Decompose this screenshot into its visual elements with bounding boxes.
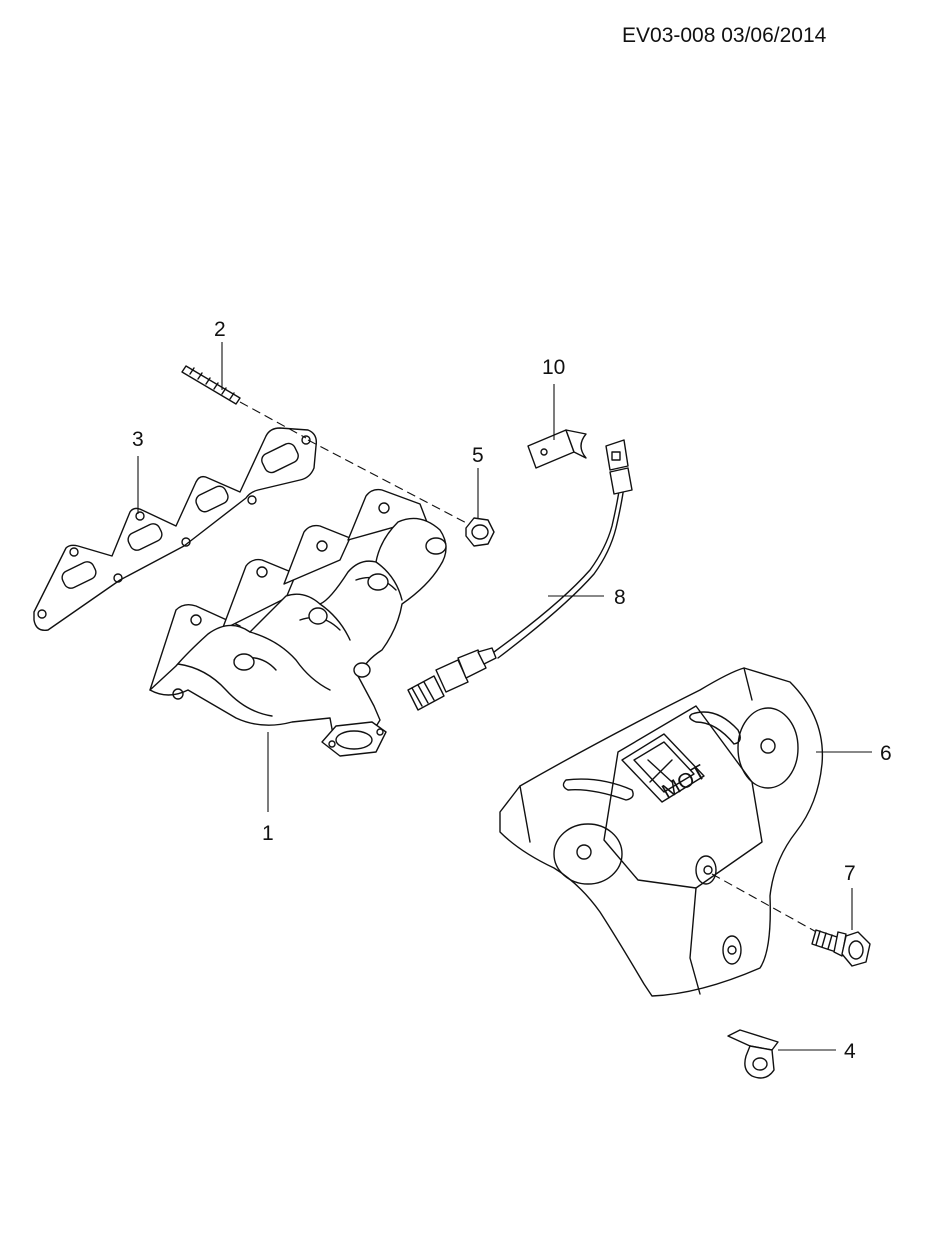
oxygen-sensor-icon — [407, 439, 633, 711]
callout-6: 6 — [880, 742, 892, 765]
bolt-icon — [811, 929, 871, 967]
stud-icon — [181, 365, 241, 405]
callout-1: 1 — [262, 822, 274, 845]
gasket-icon — [33, 427, 318, 631]
diagram-reference-code: EV03-008 03/06/2014 — [622, 24, 827, 47]
callout-4: 4 — [844, 1040, 856, 1063]
callout-8: 8 — [614, 586, 626, 609]
callout-2: 2 — [214, 318, 226, 341]
callout-7: 7 — [844, 862, 856, 885]
heat-shield-icon: MOT — [499, 667, 824, 997]
bracket-icon — [727, 1029, 779, 1079]
callout-3: 3 — [132, 428, 144, 451]
exhaust-manifold-icon — [149, 488, 447, 757]
nut-icon — [465, 517, 495, 547]
bracket-icon — [527, 429, 587, 469]
callout-5: 5 — [472, 444, 484, 467]
callout-10: 10 — [542, 356, 565, 379]
